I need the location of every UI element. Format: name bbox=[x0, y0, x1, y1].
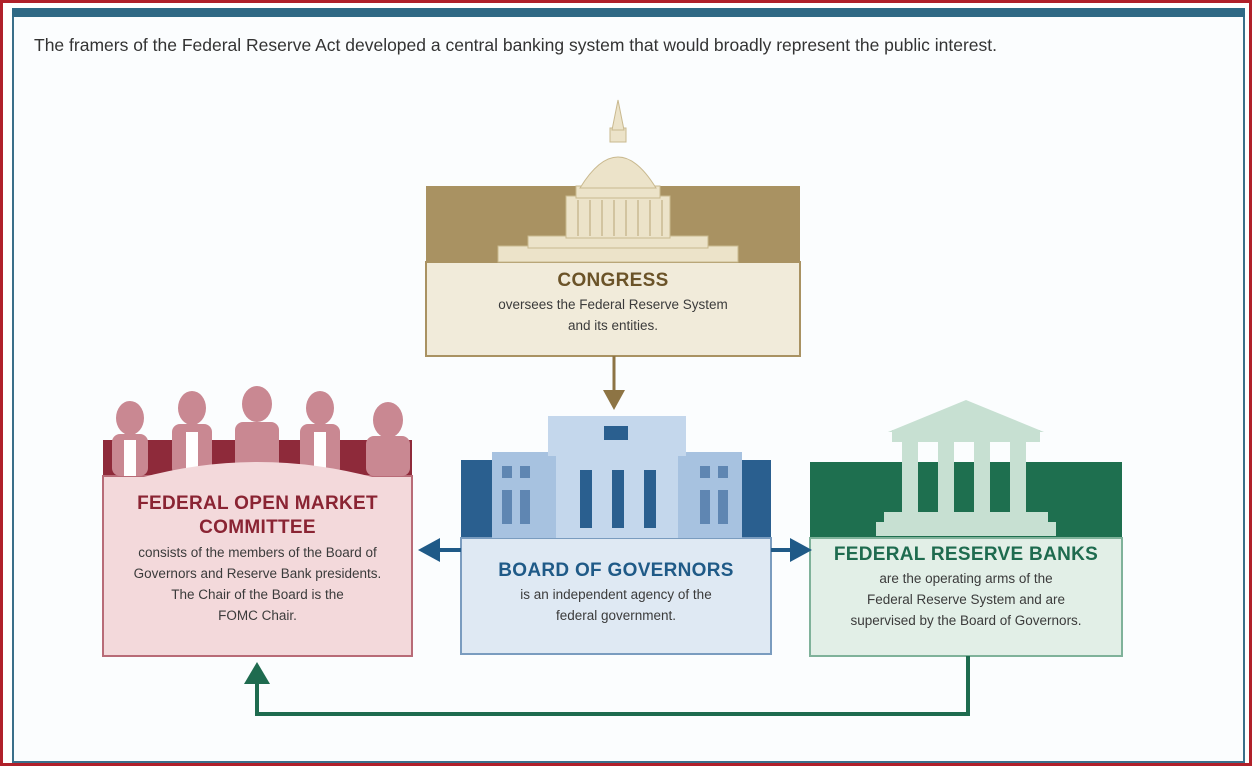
congress-title: CONGRESS bbox=[557, 270, 669, 291]
arrow-board-to-banks bbox=[771, 538, 812, 562]
arrow-board-to-fomc bbox=[418, 538, 461, 562]
banks-description: are the operating arms of the Federal Re… bbox=[810, 568, 1122, 631]
board-title: BOARD OF GOVERNORS bbox=[498, 560, 734, 581]
congress-desc-line: and its entities. bbox=[567, 318, 659, 333]
board-description: is an independent agency of the federal … bbox=[461, 584, 771, 626]
fomc-desc-line: consists of the members of the Board of bbox=[138, 545, 377, 560]
board-label: BOARD OF GOVERNORS is an independent age… bbox=[461, 560, 771, 626]
fomc-box bbox=[102, 386, 413, 657]
panel-top-bar bbox=[12, 8, 1245, 17]
fomc-desc-line: Governors and Reserve Bank presidents. bbox=[133, 566, 382, 581]
fomc-label: FEDERAL OPEN MARKET COMMITTEE consists o… bbox=[103, 492, 412, 626]
congress-box bbox=[425, 99, 801, 357]
fomc-desc-line: The Chair of the Board is the bbox=[171, 587, 344, 602]
fomc-desc-line: FOMC Chair. bbox=[218, 608, 297, 623]
fomc-description: consists of the members of the Board of … bbox=[103, 542, 412, 626]
board-desc-line: federal government. bbox=[555, 608, 677, 623]
banks-label: FEDERAL RESERVE BANKS are the operating … bbox=[810, 544, 1122, 631]
banks-desc-line: Federal Reserve System and are bbox=[866, 592, 1066, 607]
fomc-title-line: COMMITTEE bbox=[199, 517, 316, 538]
arrow-banks-to-fomc bbox=[244, 656, 970, 716]
congress-desc-line: oversees the Federal Reserve System bbox=[498, 297, 728, 312]
fomc-title-line: FEDERAL OPEN MARKET bbox=[137, 493, 378, 514]
banks-title: FEDERAL RESERVE BANKS bbox=[833, 544, 1099, 565]
eccles-building-icon bbox=[492, 416, 742, 538]
board-desc-line: is an independent agency of the bbox=[520, 587, 712, 602]
capitol-icon bbox=[497, 99, 739, 263]
bank-building-icon bbox=[876, 400, 1056, 536]
congress-label: CONGRESS oversees the Federal Reserve Sy… bbox=[426, 270, 800, 336]
congress-description: oversees the Federal Reserve System and … bbox=[426, 294, 800, 336]
board-box bbox=[460, 416, 772, 655]
banks-desc-line: are the operating arms of the bbox=[879, 571, 1053, 586]
committee-members-icon bbox=[112, 386, 410, 478]
banks-box bbox=[809, 400, 1123, 657]
intro-text: The framers of the Federal Reserve Act d… bbox=[34, 35, 998, 55]
banks-desc-line: supervised by the Board of Governors. bbox=[850, 613, 1082, 628]
arrow-congress-to-board bbox=[603, 356, 625, 410]
fomc-title: FEDERAL OPEN MARKET COMMITTEE bbox=[103, 492, 412, 540]
